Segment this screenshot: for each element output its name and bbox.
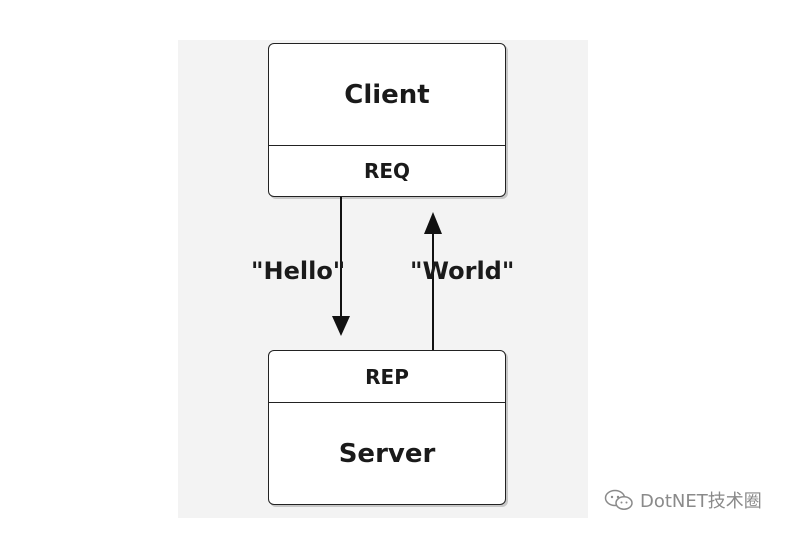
client-title: Client [269,44,505,146]
request-message-label: "Hello" [251,257,346,285]
watermark-text: DotNET技术圈 [640,491,762,512]
server-node: REP Server [268,350,506,505]
wechat-icon [604,489,634,511]
server-title: Server [338,438,436,469]
reply-arrow-head [424,212,442,234]
client-node: Client REQ [268,43,506,197]
server-socket-label: REP [269,351,505,403]
client-socket-label: REQ [363,159,411,183]
request-arrow-head [332,316,350,336]
watermark: DotNET技术圈 [604,487,762,513]
reply-message-label: "World" [410,257,515,285]
